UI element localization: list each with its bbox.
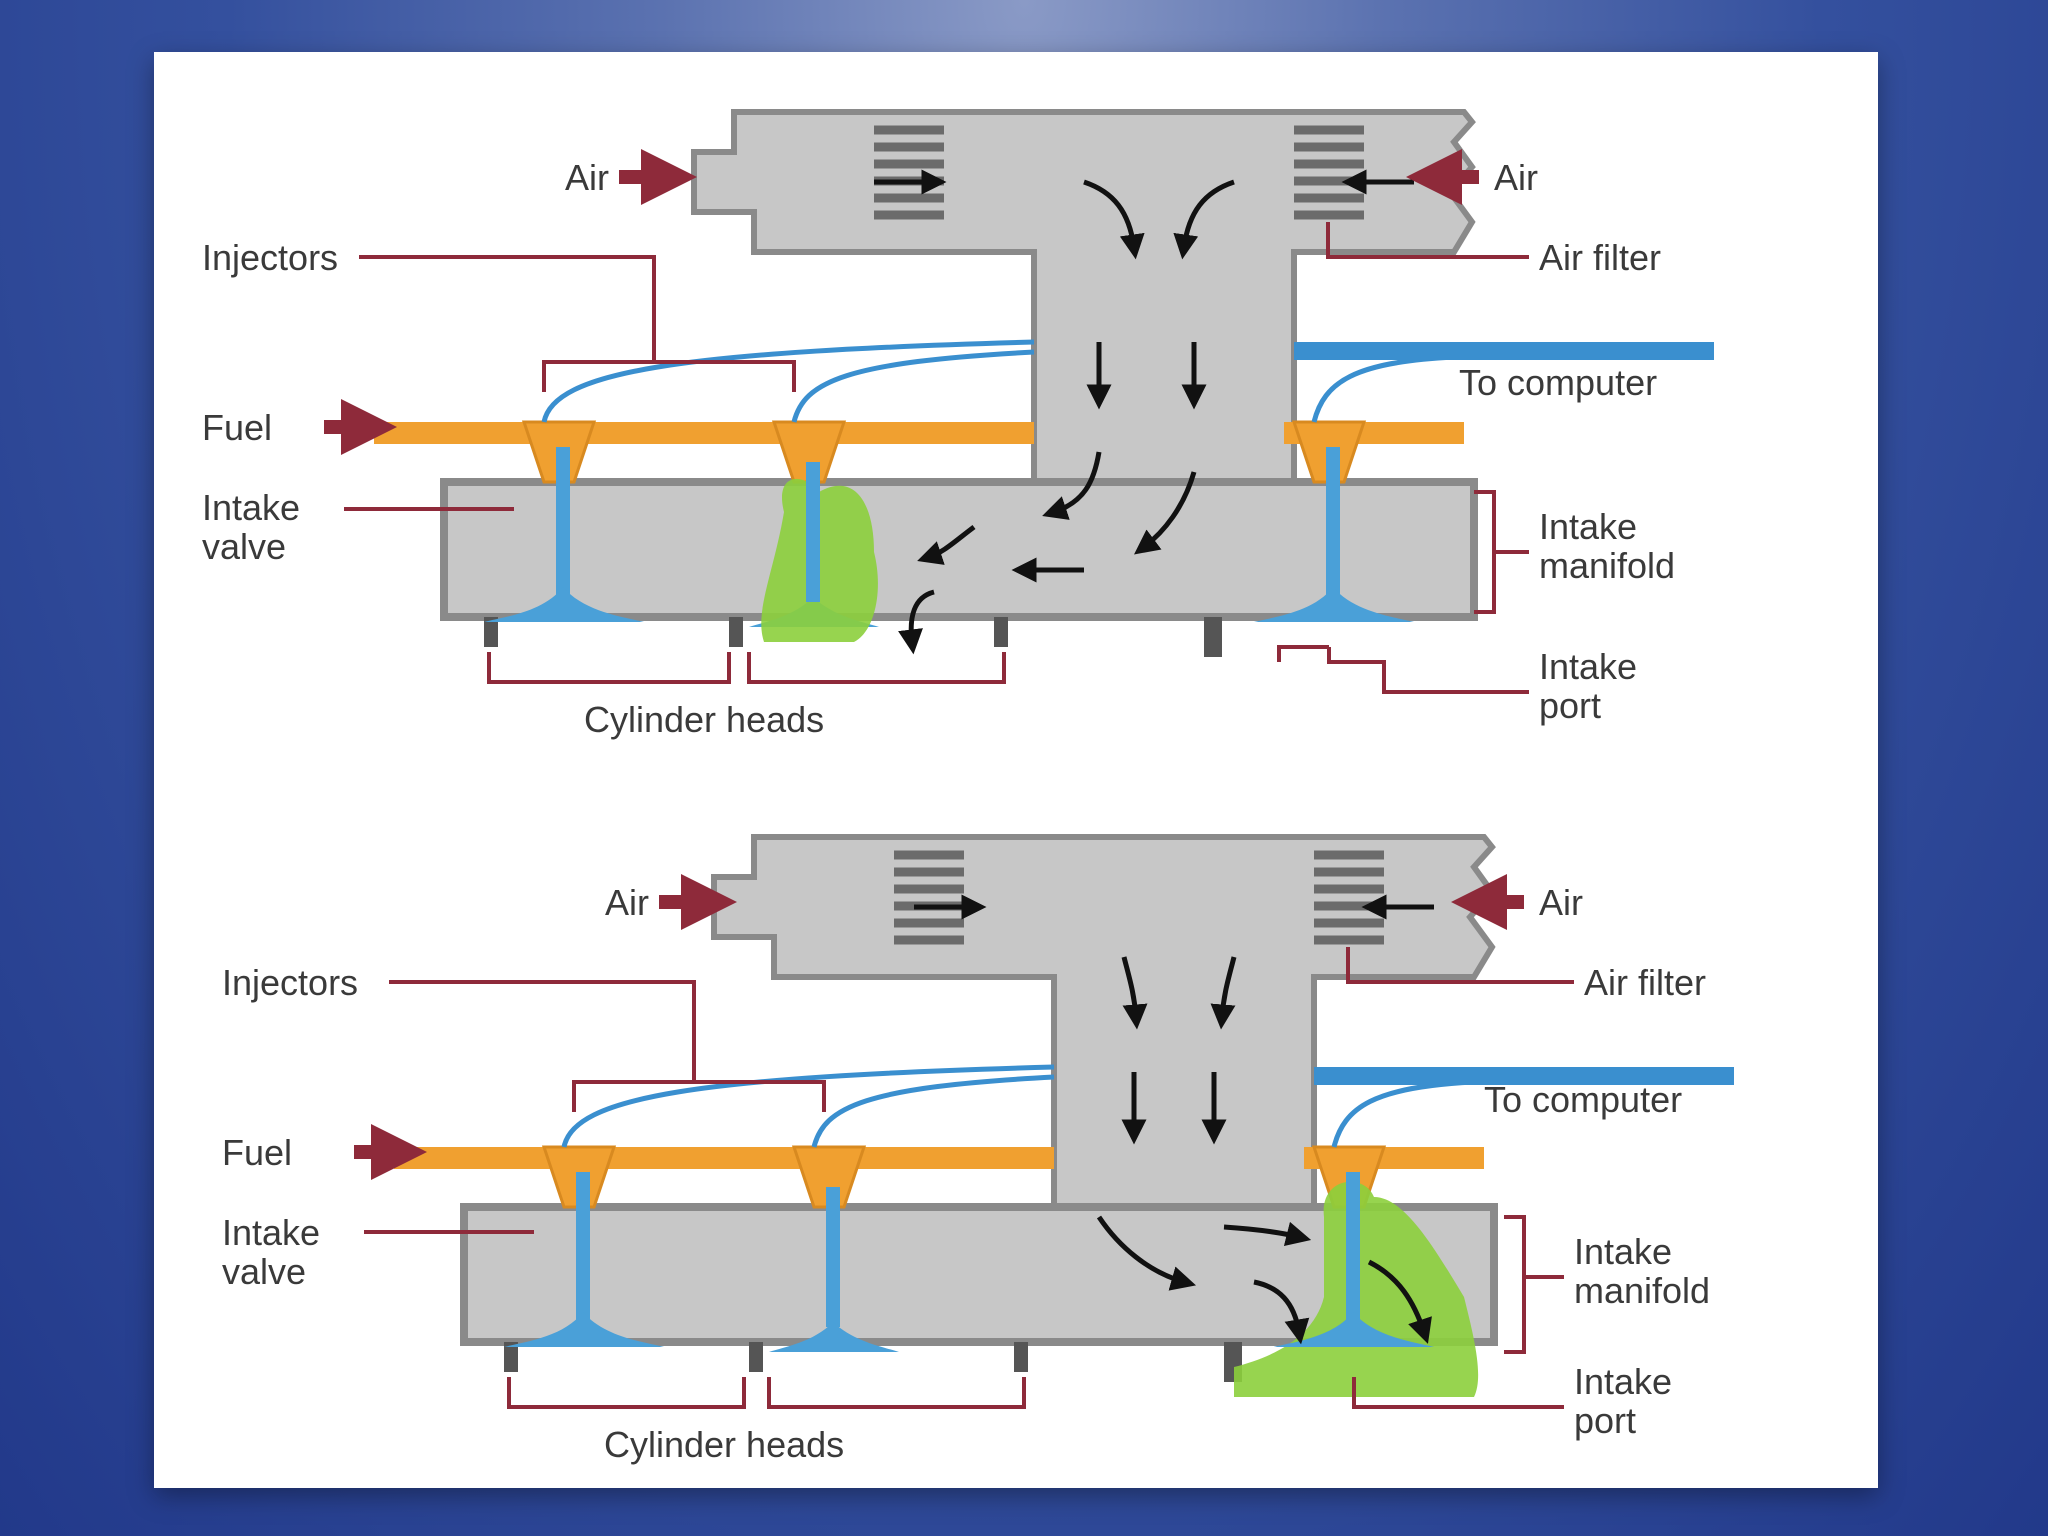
intake-manifold-label-1: Intake	[1539, 506, 1637, 547]
intake-manifold-label-2: manifold	[1574, 1270, 1710, 1311]
air-left-label: Air	[565, 157, 609, 198]
air-filter-label: Air filter	[1584, 962, 1706, 1003]
bottom-diagram: Air Air Air filter Injectors To computer…	[222, 837, 1734, 1465]
intake-port-label-2: port	[1539, 685, 1601, 726]
air-right-label: Air	[1494, 157, 1538, 198]
intake-manifold-label-2: manifold	[1539, 545, 1675, 586]
injectors-label: Injectors	[222, 962, 358, 1003]
intake-manifold-label-1: Intake	[1574, 1231, 1672, 1272]
intake-valve-label-1: Intake	[202, 487, 300, 528]
fuel-label: Fuel	[202, 407, 272, 448]
top-diagram: Air Air Air filter Injectors To computer…	[202, 112, 1714, 740]
air-filter-label: Air filter	[1539, 237, 1661, 278]
fuel-label: Fuel	[222, 1132, 292, 1173]
injectors-label: Injectors	[202, 237, 338, 278]
intake-port-label-1: Intake	[1539, 646, 1637, 687]
to-computer-label: To computer	[1484, 1079, 1682, 1120]
cylinder-heads-label: Cylinder heads	[584, 699, 824, 740]
diagram-card: Air Air Air filter Injectors To computer…	[154, 52, 1878, 1488]
intake-valve-label-2: valve	[202, 526, 286, 567]
to-computer-label: To computer	[1459, 362, 1657, 403]
intake-port-label-1: Intake	[1574, 1361, 1672, 1402]
air-right-label: Air	[1539, 882, 1583, 923]
diagram-canvas: Air Air Air filter Injectors To computer…	[202, 52, 1878, 1465]
intake-valve-label-2: valve	[222, 1251, 306, 1292]
intake-port-label-2: port	[1574, 1400, 1636, 1441]
intake-valve-label-1: Intake	[222, 1212, 320, 1253]
cylinder-heads-label: Cylinder heads	[604, 1424, 844, 1465]
air-left-label: Air	[605, 882, 649, 923]
